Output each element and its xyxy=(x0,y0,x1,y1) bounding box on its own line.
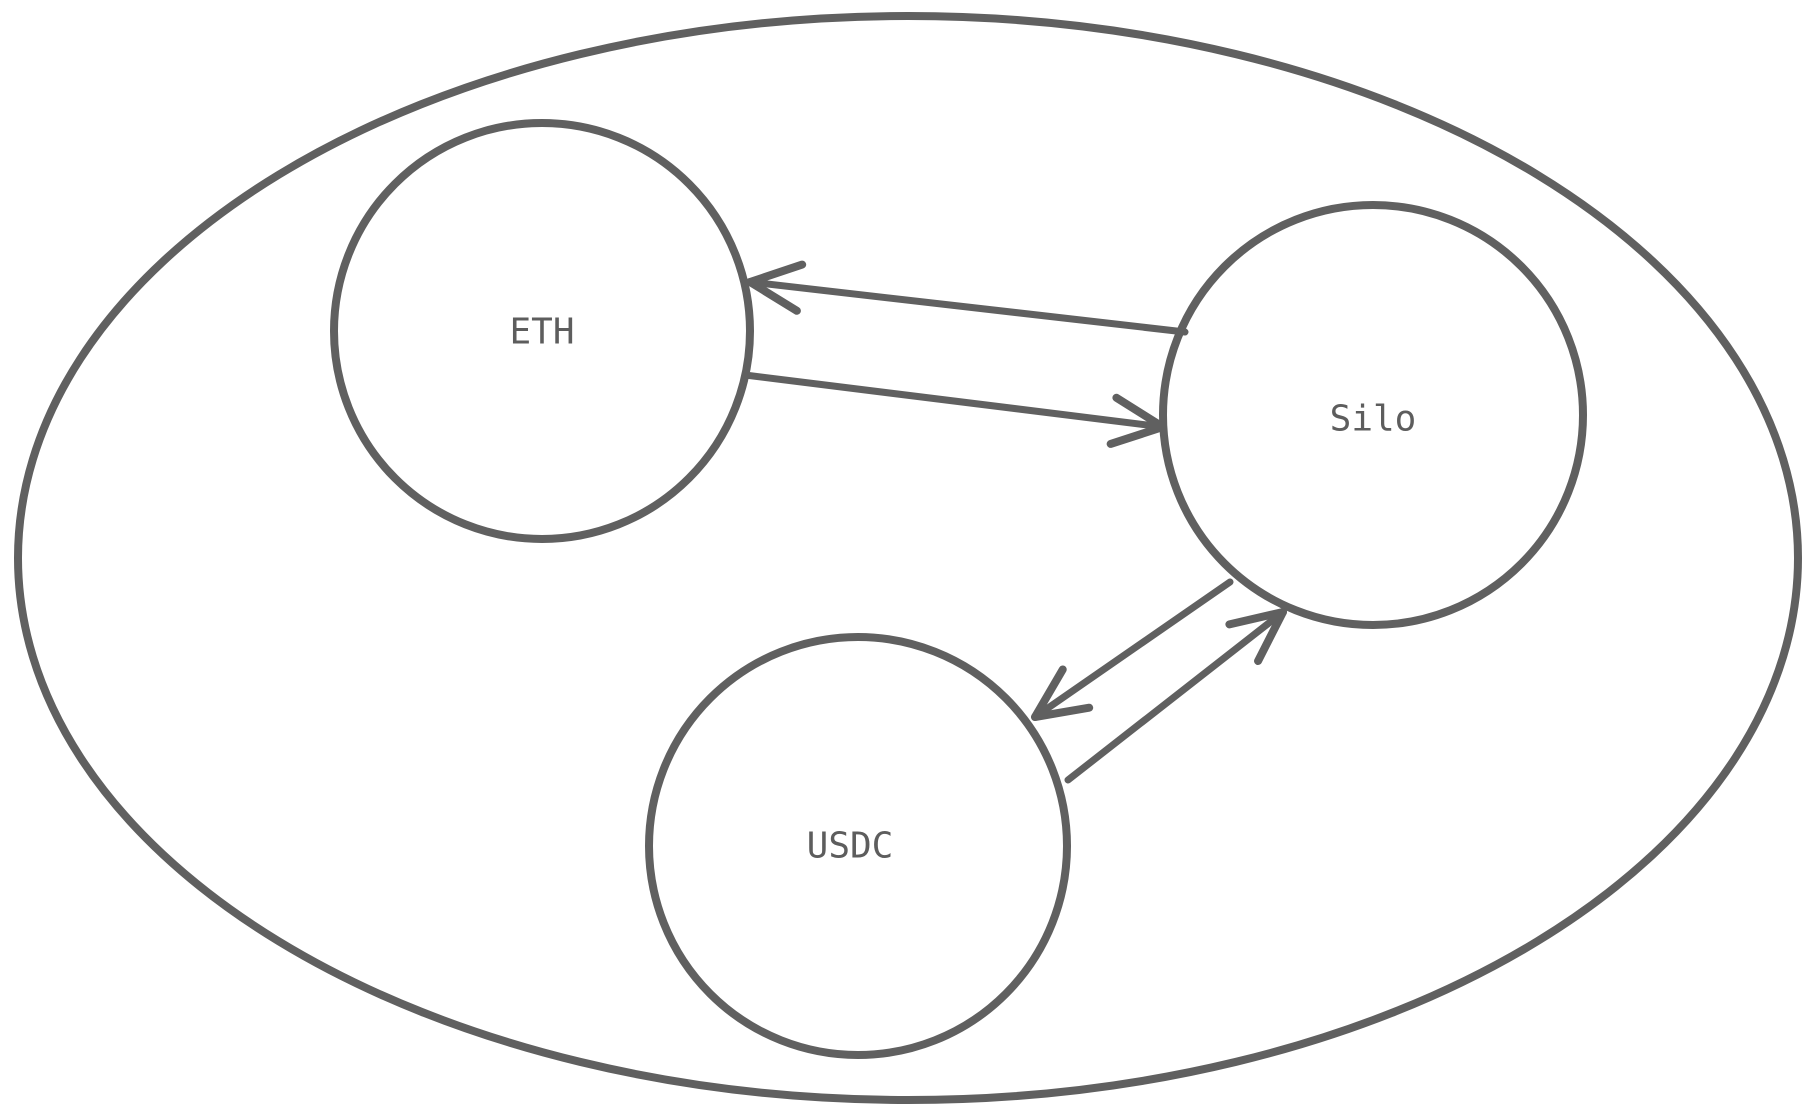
edge-eth-to-silo-line xyxy=(741,371,1167,431)
edge-silo-to-eth-arrowhead-barb-2 xyxy=(746,278,801,315)
edge-silo-to-eth-line xyxy=(746,278,1189,336)
edge-usdc-to-silo-line xyxy=(1064,608,1287,784)
node-silo-label: Silo xyxy=(1330,399,1417,440)
edge-silo-to-usdc-line xyxy=(1031,578,1234,721)
container-ellipse xyxy=(14,12,1802,1104)
edge-silo-to-usdc-arrowhead-barb-2 xyxy=(1031,703,1094,721)
node-usdc-label: USDC xyxy=(807,826,894,867)
node-usdc-circle xyxy=(645,633,1071,1059)
edge-eth-to-silo-arrowhead-barb-2 xyxy=(1112,393,1167,431)
edge-eth-to-silo-arrowhead-barb-1 xyxy=(1106,423,1167,448)
node-eth-label: ETH xyxy=(509,312,574,353)
edge-usdc-to-silo-arrowhead-barb-1 xyxy=(1254,608,1287,666)
node-silo-circle xyxy=(1159,201,1587,629)
edge-silo-to-usdc-arrowhead-barb-1 xyxy=(1031,665,1067,721)
node-eth-circle xyxy=(330,119,754,543)
edge-usdc-to-silo-arrowhead-barb-2 xyxy=(1225,608,1287,629)
edge-silo-to-eth-arrowhead-barb-1 xyxy=(746,260,807,286)
